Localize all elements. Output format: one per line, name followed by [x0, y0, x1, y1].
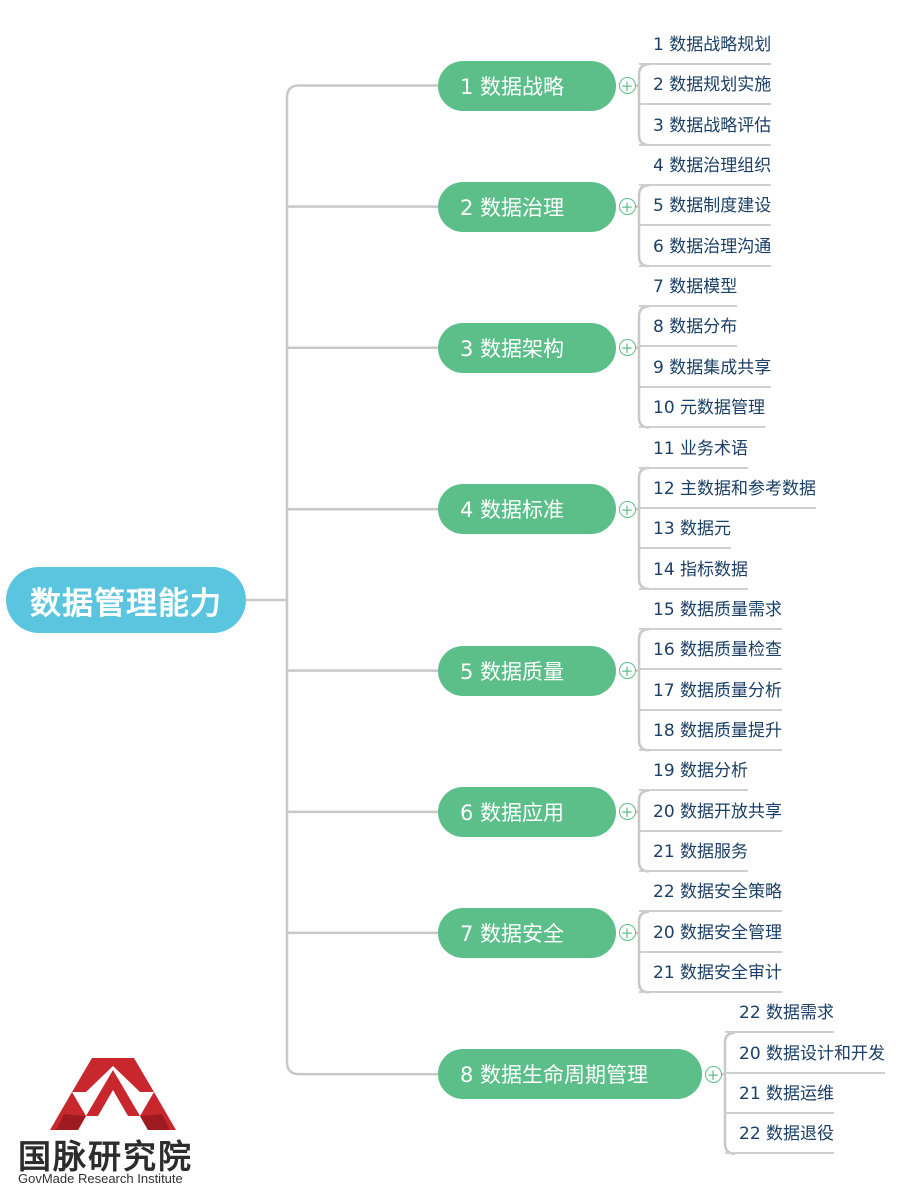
expand-toggle-icon[interactable]: +: [704, 1065, 722, 1083]
leaf-node[interactable]: 21 数据运维: [725, 1074, 835, 1115]
expand-toggle-icon[interactable]: +: [618, 803, 636, 821]
leaf-node[interactable]: 20 数据设计和开发: [725, 1034, 886, 1074]
expand-toggle-icon[interactable]: +: [618, 662, 636, 680]
branch-node[interactable]: 7 数据安全: [438, 907, 616, 958]
logo: 国脉研究院 GovMade Research Institute: [12, 1058, 217, 1193]
leaf-node[interactable]: 18 数据质量提升: [639, 711, 783, 751]
logo-mark-icon: [50, 1058, 176, 1130]
branch-node[interactable]: 3 数据架构: [438, 322, 616, 373]
leaf-node[interactable]: 17 数据质量分析: [639, 671, 783, 711]
branch-node[interactable]: 2 数据治理: [438, 181, 616, 232]
expand-toggle-icon[interactable]: +: [618, 198, 636, 216]
trunk-to-branch-line: [285, 84, 438, 98]
logo-name-cn: 国脉研究院: [18, 1137, 193, 1176]
branch-node[interactable]: 4 数据标准: [438, 484, 616, 535]
leaf-node[interactable]: 4 数据治理组织: [639, 146, 772, 187]
trunk-to-branch-line: [285, 1062, 438, 1076]
leaf-node[interactable]: 2 数据规划实施: [639, 65, 772, 106]
leaf-node[interactable]: 21 数据服务: [639, 832, 749, 872]
leaf-node[interactable]: 12 主数据和参考数据: [639, 469, 817, 509]
branch-node[interactable]: 1 数据战略: [438, 60, 616, 111]
leaf-node[interactable]: 15 数据质量需求: [639, 590, 783, 630]
leaf-node[interactable]: 20 数据开放共享: [639, 792, 783, 832]
expand-toggle-icon[interactable]: +: [618, 77, 636, 95]
leaf-node[interactable]: 5 数据制度建设: [639, 186, 772, 227]
root-node[interactable]: 数据管理能力: [6, 567, 246, 633]
expand-toggle-icon[interactable]: +: [618, 339, 636, 357]
leaf-node[interactable]: 22 数据退役: [725, 1114, 835, 1155]
leaf-node[interactable]: 8 数据分布: [639, 307, 738, 348]
leaf-node[interactable]: 10 元数据管理: [639, 388, 766, 429]
expand-toggle-icon[interactable]: +: [618, 924, 636, 942]
branch-node[interactable]: 5 数据质量: [438, 645, 616, 696]
leaf-node[interactable]: 22 数据需求: [725, 993, 835, 1034]
leaf-node[interactable]: 3 数据战略评估: [639, 106, 772, 146]
branch-node[interactable]: 6 数据应用: [438, 786, 616, 837]
leaf-node[interactable]: 20 数据安全管理: [639, 913, 783, 953]
leaf-node[interactable]: 9 数据集成共享: [639, 348, 772, 388]
leaf-node[interactable]: 19 数据分析: [639, 751, 749, 792]
leaf-node[interactable]: 13 数据元: [639, 509, 732, 550]
branch-node[interactable]: 8 数据生命周期管理: [438, 1049, 702, 1100]
expand-toggle-icon[interactable]: +: [618, 500, 636, 518]
leaf-node[interactable]: 16 数据质量检查: [639, 630, 783, 671]
leaf-node[interactable]: 6 数据治理沟通: [639, 227, 772, 267]
leaf-node[interactable]: 21 数据安全审计: [639, 953, 783, 994]
leaf-node[interactable]: 7 数据模型: [639, 267, 738, 308]
leaf-node[interactable]: 14 指标数据: [639, 550, 749, 590]
leaf-node[interactable]: 22 数据安全策略: [639, 872, 783, 913]
leaf-node[interactable]: 1 数据战略规划: [639, 25, 772, 65]
logo-name-en: GovMade Research Institute: [18, 1171, 183, 1186]
leaf-node[interactable]: 11 业务术语: [639, 429, 749, 469]
